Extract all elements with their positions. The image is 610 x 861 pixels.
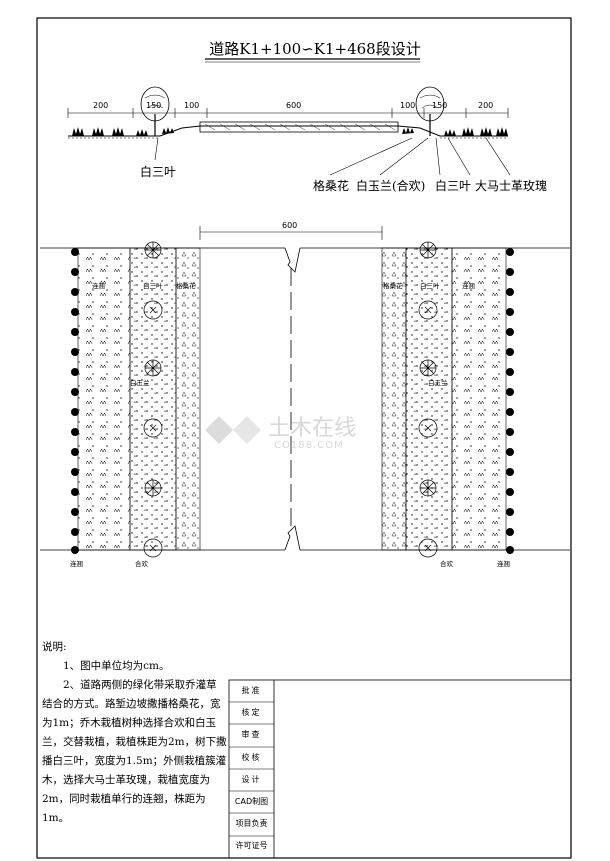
title-block-design: 设计 [241, 774, 262, 784]
plan-dim-600: 600 [282, 221, 298, 230]
plan-label-lianqiao-left-bottom: 连翘 [70, 560, 83, 568]
title-block-check: 校核 [241, 752, 262, 762]
dim-200-left: 200 [93, 101, 109, 110]
title-block-approve: 批准 [241, 686, 262, 695]
notes-item-2: 2、道路两侧的绿化带采取乔灌草结合的方式。路堑边坡撒播格桑花，宽为1m；乔木栽植… [42, 679, 227, 824]
notes-heading: 说明: [42, 641, 67, 653]
plan-label-gesanghua-left: 格桑花 [176, 282, 196, 290]
dim-150-left: 150 [146, 101, 162, 110]
dim-100-right: 100 [400, 101, 416, 110]
plan-label-hehuan-right: 合欢 [440, 560, 453, 568]
dim-100-left: 100 [184, 101, 200, 110]
plan-view-drawing [40, 226, 570, 558]
cross-section-drawing [67, 86, 511, 176]
watermark-en: CO188.COM [274, 440, 344, 451]
plan-label-lianqiao-left: 连翘 [92, 282, 105, 290]
notes-item-1: 1、图中单位均为cm。 [63, 660, 170, 672]
title-block-cad: CAD制图 [234, 796, 269, 806]
plan-label-baiyulan-left: 白玉兰 [130, 379, 150, 387]
label-rose: 大马士革玫瑰 [475, 179, 548, 193]
title-block: 批准 核定 审查 校核 设计 CAD制图 项目负责 许可证号 [229, 680, 274, 858]
plan-label-baisanye-right: 白三叶 [420, 282, 440, 290]
title-block-verify: 核定 [241, 708, 262, 718]
plan-label-hehuan-left: 合欢 [135, 560, 148, 568]
dim-150-right: 150 [432, 101, 448, 110]
label-baisanye-left: 白三叶 [140, 165, 177, 179]
plan-label-lianqiao-right-bottom: 连翘 [497, 560, 510, 568]
title-block-project-lead: 项目负责 [235, 819, 268, 829]
dim-600: 600 [286, 101, 302, 110]
notes-block: 说明: 1、图中单位均为cm。 2、道路两侧的绿化带采取乔灌草结合的方式。路堑边… [42, 638, 227, 828]
drawing-title: 道路K1+100∽K1+468段设计 [209, 40, 421, 58]
watermark-cn: 土木在线 [268, 416, 357, 441]
title-underline [205, 58, 420, 63]
label-baisanye-right: 白三叶 [435, 179, 472, 193]
plan-label-baiyulan-right: 白玉兰 [428, 379, 448, 387]
plan-label-gesanghua-right: 格桑花 [383, 282, 403, 290]
label-baiyulan-hehuan: 白玉兰(合欢) [356, 179, 426, 193]
plan-label-baisanye-left: 白三叶 [143, 282, 163, 290]
label-gesanghua: 格桑花 [313, 179, 350, 193]
title-block-review: 审查 [241, 730, 262, 740]
title-block-license: 许可证号 [235, 841, 268, 851]
dim-200-right: 200 [478, 101, 494, 110]
plan-label-lianqiao-right: 连翘 [462, 282, 475, 290]
